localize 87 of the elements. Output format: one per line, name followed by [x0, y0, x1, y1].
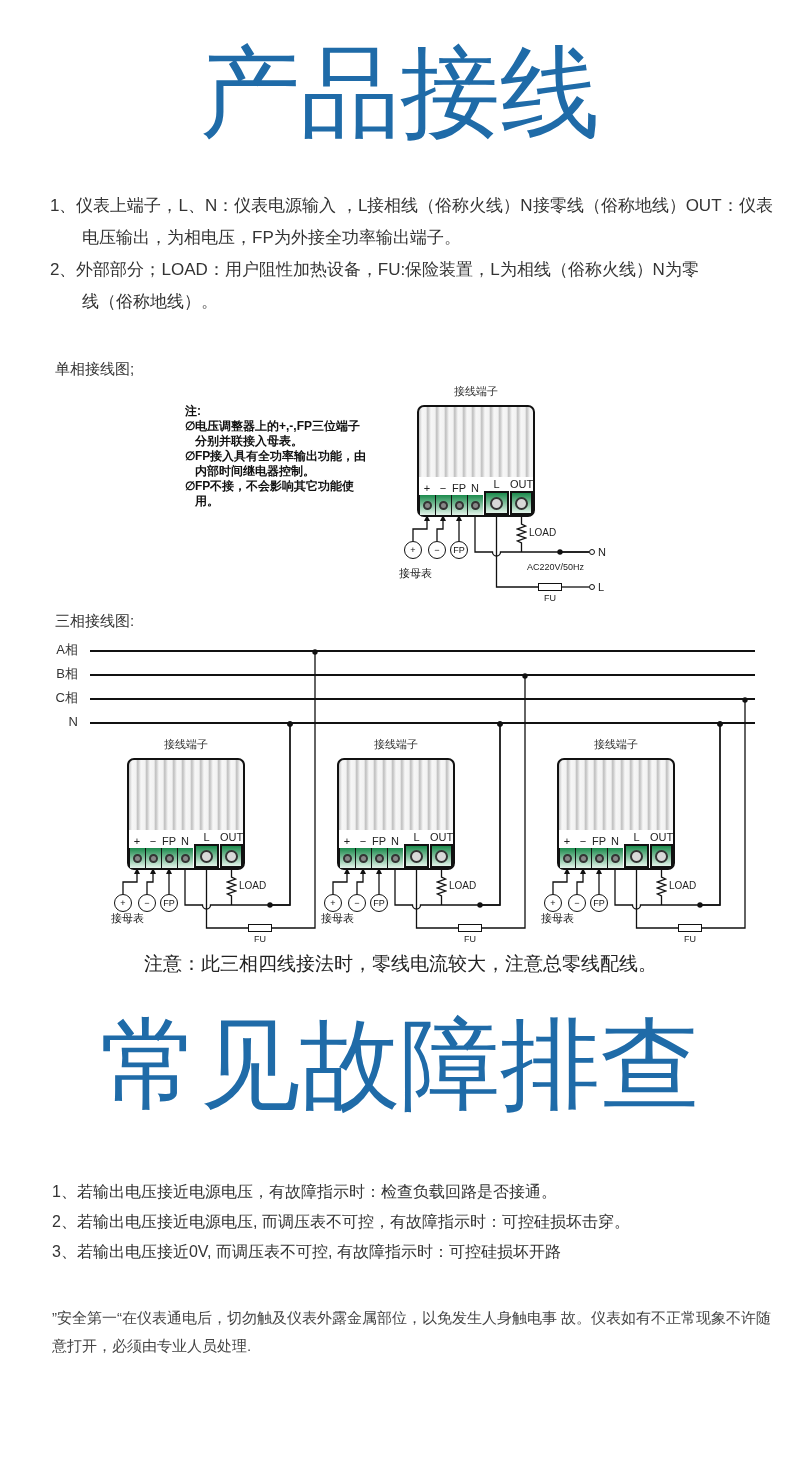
terminal-label: FP	[161, 834, 177, 848]
caption-text: 接母表	[111, 911, 144, 925]
caption-text: 接母表	[321, 911, 354, 925]
arrow	[596, 867, 602, 895]
terminal-label: N	[390, 834, 400, 848]
phase-label: C相	[54, 690, 78, 706]
arrow	[456, 514, 462, 542]
note-text: 注:	[185, 404, 202, 419]
terminal-label: OUT	[430, 830, 453, 844]
bus-line	[90, 698, 755, 700]
terminal-label: N	[180, 834, 190, 848]
terminal-label: FP	[371, 834, 387, 848]
troubleshooting-item: 2、若输出电压接近电源电压, 而调压表不可控，有故障指示时：可控硅损坏击穿。	[52, 1212, 631, 1232]
arrow	[356, 867, 366, 895]
device-title: 接线端子	[163, 737, 209, 752]
arrow	[146, 867, 156, 895]
arrow	[436, 514, 446, 542]
wire	[660, 867, 663, 875]
terminal-label: −	[148, 834, 158, 848]
load-label: LOAD	[529, 527, 557, 539]
terminal-label: OUT	[650, 830, 673, 844]
instruction-text: 2、外部部分；LOAD：用户阻性加热设备，FU:保险装置，L为相线（俗称火线）N为零线（俗称地线）。	[50, 259, 700, 313]
note-text: ∅电压调整器上的+,-,FP三位端子分别并联接入母表。	[185, 419, 361, 449]
terminal-label: −	[358, 834, 368, 848]
terminal-label: N	[598, 546, 606, 558]
wire	[561, 586, 590, 588]
wire	[205, 867, 249, 929]
caption-text: 接母表	[541, 911, 574, 925]
wire	[415, 867, 459, 929]
arrow	[166, 867, 172, 895]
load-label: LOAD	[239, 880, 267, 892]
terminal-label: N	[470, 481, 480, 495]
fuse-label: FU	[464, 935, 476, 944]
terminal-label: FP	[451, 481, 467, 495]
caption-text: 接母表	[399, 566, 432, 580]
terminal-label: FP	[591, 834, 607, 848]
arrow	[122, 867, 140, 895]
page-title: 产品接线	[199, 36, 601, 148]
terminal-label: L	[492, 477, 501, 491]
section-heading: 常见故障排查	[99, 1008, 701, 1120]
wire	[440, 867, 443, 875]
terminal-label: OUT	[510, 477, 533, 491]
device-title: 接线端子	[453, 384, 499, 399]
terminal-label: N	[610, 834, 620, 848]
fuse-label: FU	[254, 935, 266, 944]
note-text: ∅FP不接，不会影响其它功能使用。	[185, 479, 356, 509]
safety-note: ”安全第一“在仪表通电后，切勿触及仪表外露金属部位，以免发生人身触电事 故。仪表如有不正常现象不许随意打开，必须由专业人员处理.	[52, 1308, 773, 1356]
terminal-label: L	[202, 830, 211, 844]
diagram-heading: 单相接线图;	[55, 359, 135, 379]
wire	[495, 514, 539, 588]
device-title: 接线端子	[593, 737, 639, 752]
terminal-label: −	[438, 481, 448, 495]
arrow	[412, 514, 430, 542]
bus-line	[90, 722, 755, 724]
terminal-label: +	[132, 834, 142, 848]
arrow	[332, 867, 350, 895]
fuse-label: FU	[544, 594, 556, 603]
load-label: LOAD	[449, 880, 477, 892]
terminal-label: +	[342, 834, 352, 848]
device-title: 接线端子	[373, 737, 419, 752]
terminal-label: L	[412, 830, 421, 844]
voltage-label: AC220V/50Hz	[527, 562, 585, 572]
instruction-text: 1、仪表上端子，L、N：仪表电源输入 ，L接相线（俗称火线）N接零线（俗称地线）OUT：仪表电压输出，为相电压，FP为外接全功率输出端子。	[50, 195, 774, 249]
note-text: ∅FP接入具有全功率输出功能，由内部时间继电器控制。	[185, 449, 368, 479]
terminal-label: L	[632, 830, 641, 844]
phase-label: B相	[55, 666, 78, 682]
troubleshooting-item: 1、若输出电压接近电源电压，有故障指示时：检查负载回路是否接通。	[52, 1182, 558, 1202]
troubleshooting-item: 3、若输出电压接近0V, 而调压表不可控, 有故障指示时：可控硅损坏开路	[52, 1242, 562, 1262]
phase-label: N	[67, 714, 78, 730]
phase-label: A相	[55, 642, 78, 658]
arrow	[376, 867, 382, 895]
terminal-label: −	[578, 834, 588, 848]
arrow	[552, 867, 570, 895]
load-label: LOAD	[669, 880, 697, 892]
wire	[520, 514, 523, 522]
terminal-label: +	[562, 834, 572, 848]
terminal-label: L	[598, 581, 605, 593]
bus-line	[90, 674, 755, 676]
fuse-label: FU	[684, 935, 696, 944]
bus-line	[90, 650, 755, 652]
terminal-label: +	[422, 481, 432, 495]
arrow	[576, 867, 586, 895]
wire	[635, 867, 679, 929]
terminal-label: OUT	[220, 830, 243, 844]
wire	[230, 867, 233, 875]
warning-text: 注意：此三相四线接法时，零线电流较大，注意总零线配线。	[142, 952, 658, 976]
diagram-heading: 三相接线图:	[55, 611, 135, 631]
